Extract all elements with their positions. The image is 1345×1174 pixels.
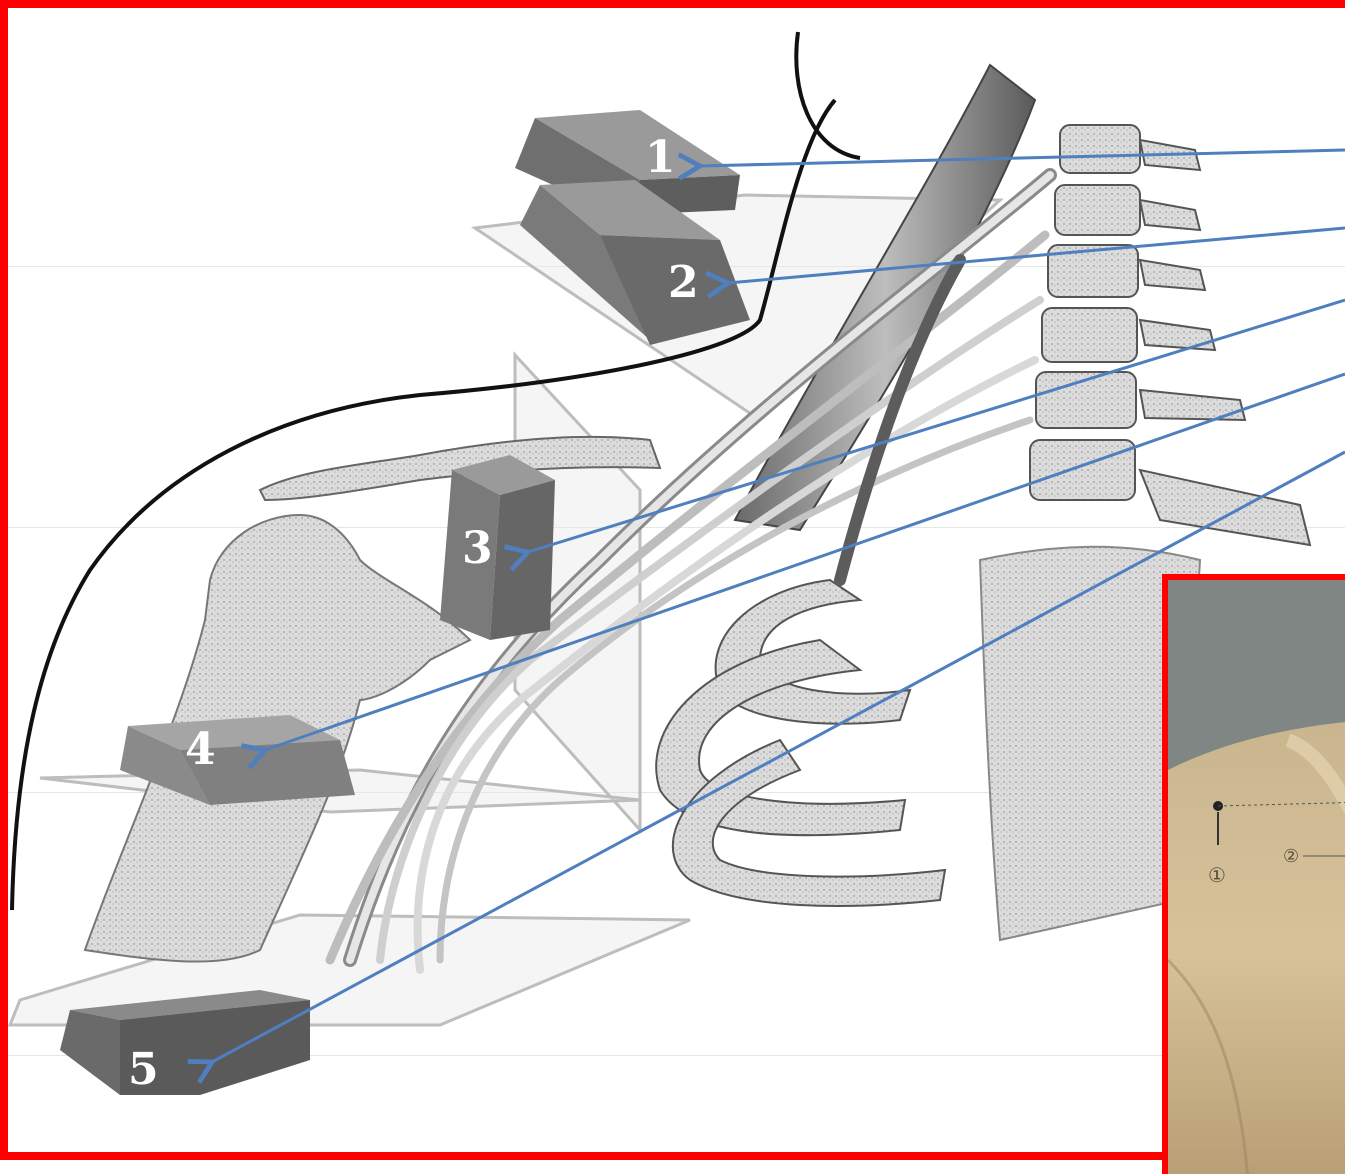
vertebra-t2: [1030, 440, 1135, 500]
inset-marker-2: ②: [1283, 846, 1299, 867]
ribs: [656, 580, 945, 906]
shoulder-skin: [1168, 720, 1345, 1174]
cervical-spine: [1030, 125, 1310, 545]
first-rib-head: [1140, 470, 1310, 545]
block-label-5: 5: [128, 1044, 159, 1095]
block-label-4: 4: [185, 724, 216, 775]
transverse-process: [1140, 320, 1215, 350]
vertebra-c5: [1055, 185, 1140, 235]
arrow-1: [700, 150, 1345, 166]
inset-photo: ① ②: [1162, 574, 1345, 1174]
vertebra-c4: [1060, 125, 1140, 173]
inset-illustration: ① ②: [1168, 580, 1345, 1174]
block-label-3: 3: [462, 523, 493, 574]
vertebra-c7: [1042, 308, 1137, 362]
inset-marker-1: ①: [1208, 863, 1226, 887]
block-label-1: 1: [645, 132, 676, 183]
transverse-process: [1140, 260, 1205, 290]
block-label-2: 2: [668, 257, 699, 308]
transverse-process: [1140, 200, 1200, 230]
